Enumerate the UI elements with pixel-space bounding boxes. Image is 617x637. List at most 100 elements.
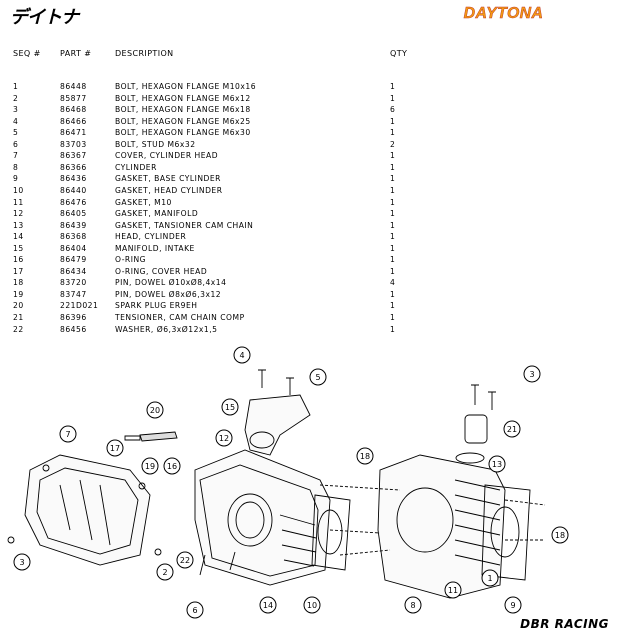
description-cell: SPARK PLUG ER9EH — [115, 301, 198, 311]
quantity-cell: 1 — [390, 151, 396, 161]
description-cell: BOLT, STUD M6x32 — [115, 139, 196, 149]
part-number-cell: 83703 — [60, 139, 87, 149]
column-header-seq: SEQ # — [13, 49, 41, 58]
callout-10: 10 — [303, 596, 321, 614]
callout-number: 10 — [307, 601, 317, 610]
callout-number: 7 — [65, 430, 70, 439]
callout-number: 22 — [180, 556, 190, 565]
quantity-cell: 1 — [390, 185, 396, 195]
callout-number: 13 — [492, 460, 502, 469]
callout-21: 21 — [503, 420, 521, 438]
part-number-cell: 86396 — [60, 313, 87, 322]
callout-6: 6 — [186, 601, 204, 619]
quantity-cell: 1 — [390, 232, 396, 242]
seq-cell: 9 — [13, 174, 19, 184]
quantity-cell: 1 — [390, 289, 396, 299]
callout-13: 13 — [488, 455, 506, 473]
column-header-qty: QTY — [390, 49, 408, 58]
callout-14: 14 — [259, 596, 277, 614]
seq-cell: 7 — [13, 151, 19, 161]
quantity-cell: 2 — [390, 139, 396, 149]
callout-number: 3 — [19, 558, 24, 567]
quantity-cell: 1 — [390, 197, 396, 207]
description-cell: BOLT, HEXAGON FLANGE M6x12 — [115, 93, 251, 103]
part-number-cell: 86404 — [60, 243, 87, 253]
quantity-cell: 1 — [390, 313, 396, 322]
callout-3: 3 — [13, 553, 31, 571]
description-cell: GASKET, M10 — [115, 197, 172, 207]
seq-cell: 18 — [13, 278, 24, 288]
description-cell: HEAD, CYLINDER — [115, 232, 187, 242]
part-number-cell: 86456 — [60, 324, 87, 334]
quantity-cell: 1 — [390, 266, 396, 276]
part-number-cell: 221D021 — [60, 301, 99, 311]
seq-cell: 17 — [13, 266, 24, 276]
gasket-illustrations — [311, 484, 531, 581]
seq-cell: 2 — [13, 93, 19, 103]
callout-number: 20 — [150, 406, 160, 415]
quantity-cell: 1 — [390, 243, 396, 253]
part-number-cell: 86368 — [60, 232, 87, 242]
description-cell: GASKET, HEAD CYLINDER — [115, 185, 223, 195]
callout-2: 2 — [156, 563, 174, 581]
quantity-cell: 1 — [390, 82, 396, 91]
callout-20: 20 — [146, 401, 164, 419]
cylinder-head-cover-illustration — [24, 454, 151, 566]
callout-number: 5 — [315, 373, 320, 382]
description-cell: GASKET, TANSIONER CAM CHAIN — [115, 220, 254, 230]
quantity-cell: 1 — [390, 174, 396, 184]
part-number-cell: 83747 — [60, 289, 87, 299]
part-number-cell: 86476 — [60, 197, 87, 207]
description-cell: BOLT, HEXAGON FLANGE M6x30 — [115, 128, 251, 138]
seq-cell: 4 — [13, 116, 19, 126]
part-number-cell: 86439 — [60, 220, 87, 230]
callout-11: 11 — [444, 581, 462, 599]
callout-9: 9 — [504, 596, 522, 614]
quantity-cell: 1 — [390, 220, 396, 230]
callout-number: 17 — [110, 444, 120, 453]
seq-cell: 8 — [13, 162, 19, 172]
seq-cell: 22 — [13, 324, 24, 334]
part-number-cell: 86479 — [60, 255, 87, 265]
quantity-cell: 1 — [390, 301, 396, 311]
part-number-cell: 86366 — [60, 162, 87, 172]
callout-number: 11 — [448, 586, 458, 595]
callout-12: 12 — [215, 429, 233, 447]
cylinder-head-illustration — [194, 449, 331, 586]
callout-number: 2 — [162, 568, 167, 577]
callout-number: 12 — [219, 434, 229, 443]
part-number-cell: 86466 — [60, 116, 87, 126]
quantity-cell: 1 — [390, 255, 396, 265]
callout-18: 18 — [356, 447, 374, 465]
description-cell: O-RING — [115, 255, 147, 265]
part-number-cell: 86367 — [60, 151, 87, 161]
callout-number: 15 — [225, 403, 235, 412]
cam-chain-tensioner-illustration — [455, 414, 488, 464]
callout-18: 18 — [551, 526, 569, 544]
callout-number: 4 — [239, 351, 244, 360]
description-cell: GASKET, MANIFOLD — [115, 209, 199, 219]
callout-number: 19 — [145, 462, 155, 471]
callout-15: 15 — [221, 398, 239, 416]
intake-manifold-illustration — [244, 394, 311, 456]
callout-4: 4 — [233, 346, 251, 364]
callout-number: 9 — [510, 601, 515, 610]
callout-number: 16 — [167, 462, 177, 471]
part-number-cell: 83720 — [60, 278, 87, 288]
seq-cell: 21 — [13, 313, 24, 322]
part-number-cell: 86448 — [60, 82, 87, 91]
callout-16: 16 — [163, 457, 181, 475]
